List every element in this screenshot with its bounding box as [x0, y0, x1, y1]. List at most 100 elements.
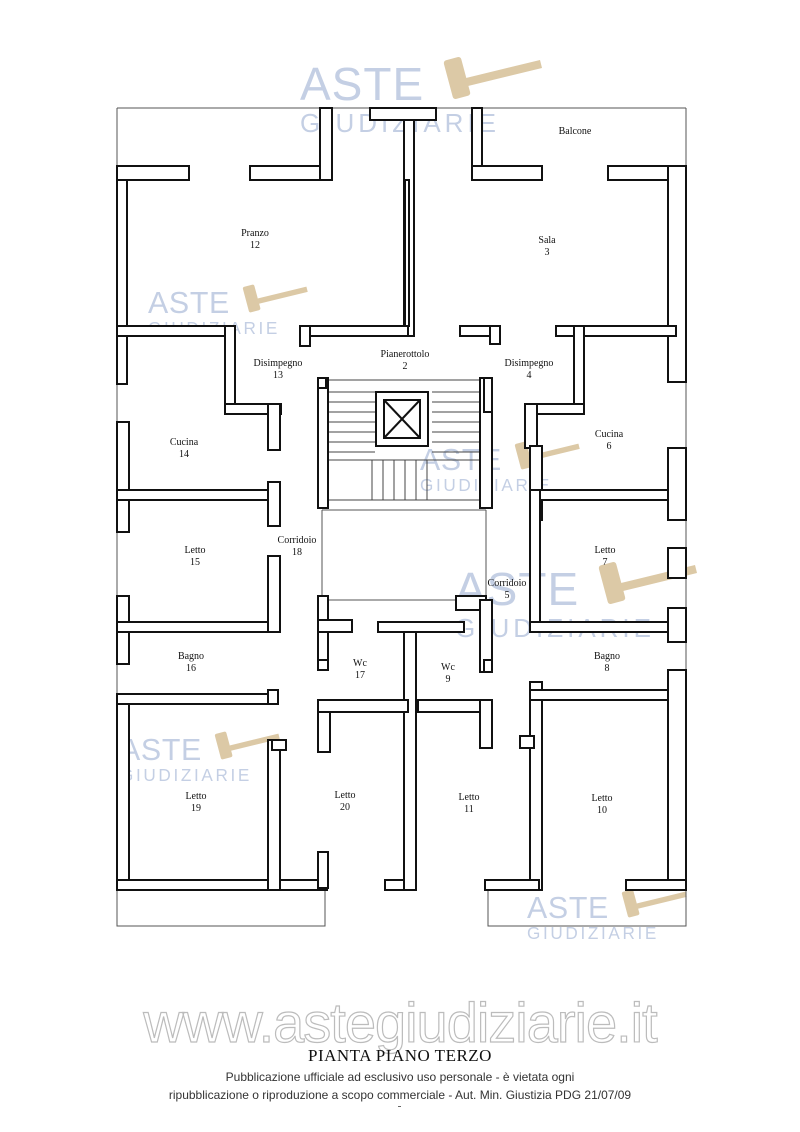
- wall-segment: [317, 699, 409, 713]
- wall-segment: [555, 325, 677, 337]
- room-number: 14: [179, 449, 189, 460]
- wall-segment: [667, 165, 687, 383]
- wall-segment: [319, 107, 333, 181]
- wall-segment: [417, 699, 489, 713]
- wall-segment: [573, 325, 585, 415]
- room-number: 9: [446, 674, 451, 685]
- wall-segment: [317, 377, 327, 389]
- wall-segment: [667, 447, 687, 521]
- wall-segment: [267, 481, 281, 527]
- wall-segment: [116, 693, 276, 705]
- room-number: 15: [190, 557, 200, 568]
- room-name: Wc: [441, 662, 455, 673]
- wall-segment: [317, 619, 353, 633]
- room-number: 17: [355, 670, 365, 681]
- wall-segment: [116, 621, 280, 633]
- outline-line: [487, 888, 687, 927]
- wall-segment: [529, 489, 541, 633]
- wall-segment: [489, 325, 501, 345]
- room-number: 10: [597, 805, 607, 816]
- outline-line: [116, 888, 326, 927]
- room-name: Wc: [353, 658, 367, 669]
- walls: [116, 107, 687, 891]
- wall-segment: [271, 739, 287, 751]
- logo-text-aste: ASTE: [148, 287, 230, 320]
- wall-segment: [667, 669, 687, 891]
- wall-segment: [116, 879, 328, 891]
- room-label-wc-9: Wc9: [441, 662, 455, 685]
- room-name: Letto: [184, 545, 205, 556]
- wall-segment: [403, 621, 417, 891]
- room-number: 13: [273, 370, 283, 381]
- wall-segment: [267, 739, 281, 891]
- wall-segment: [224, 325, 236, 411]
- room-name: Bagno: [178, 651, 204, 662]
- wall-segment: [116, 165, 190, 181]
- wall-segment: [317, 659, 329, 671]
- wall-segment: [483, 377, 493, 413]
- wall-segment: [267, 403, 281, 451]
- room-name: Corridoio: [488, 578, 527, 589]
- site-watermark: www.astegiudiziarie.it: [143, 990, 659, 1054]
- wall-segment: [667, 547, 687, 579]
- room-number: 8: [605, 663, 610, 674]
- room-number: 6: [607, 441, 612, 452]
- wall-segment: [267, 555, 281, 633]
- wall-segment: [404, 179, 410, 327]
- wall-segment: [471, 165, 543, 181]
- gavel-icon: [214, 731, 280, 760]
- wall-segment: [377, 621, 465, 633]
- room-name: Disimpegno: [254, 358, 303, 369]
- room-number: 5: [505, 590, 510, 601]
- wall-segment: [116, 693, 130, 891]
- room-name: Letto: [334, 790, 355, 801]
- room-label-balcone: Balcone: [559, 126, 592, 137]
- gavel-icon: [242, 284, 308, 313]
- wall-segment: [299, 325, 409, 337]
- wall-segment: [483, 659, 493, 673]
- wall-segment: [529, 689, 685, 701]
- wall-segment: [116, 489, 278, 501]
- wall-segment: [116, 325, 236, 337]
- wall-segment: [667, 607, 687, 643]
- room-number: 4: [527, 370, 532, 381]
- room-name: Pranzo: [241, 228, 269, 239]
- page-mark: [398, 1106, 401, 1107]
- wall-segment: [519, 735, 535, 749]
- room-name: Sala: [538, 235, 556, 246]
- wall-segment: [625, 879, 687, 891]
- wall-segment: [317, 377, 329, 509]
- room-number: 12: [250, 240, 260, 251]
- wall-segment: [529, 699, 543, 891]
- room-number: 7: [603, 557, 608, 568]
- room-name: Cucina: [170, 437, 199, 448]
- wall-segment: [524, 403, 538, 449]
- room-name: Letto: [591, 793, 612, 804]
- wall-segment: [529, 489, 675, 501]
- room-name: Balcone: [559, 126, 592, 137]
- staircase: [327, 379, 481, 501]
- wall-segment: [116, 165, 128, 385]
- room-name: Cucina: [595, 429, 624, 440]
- wall-segment: [484, 879, 540, 891]
